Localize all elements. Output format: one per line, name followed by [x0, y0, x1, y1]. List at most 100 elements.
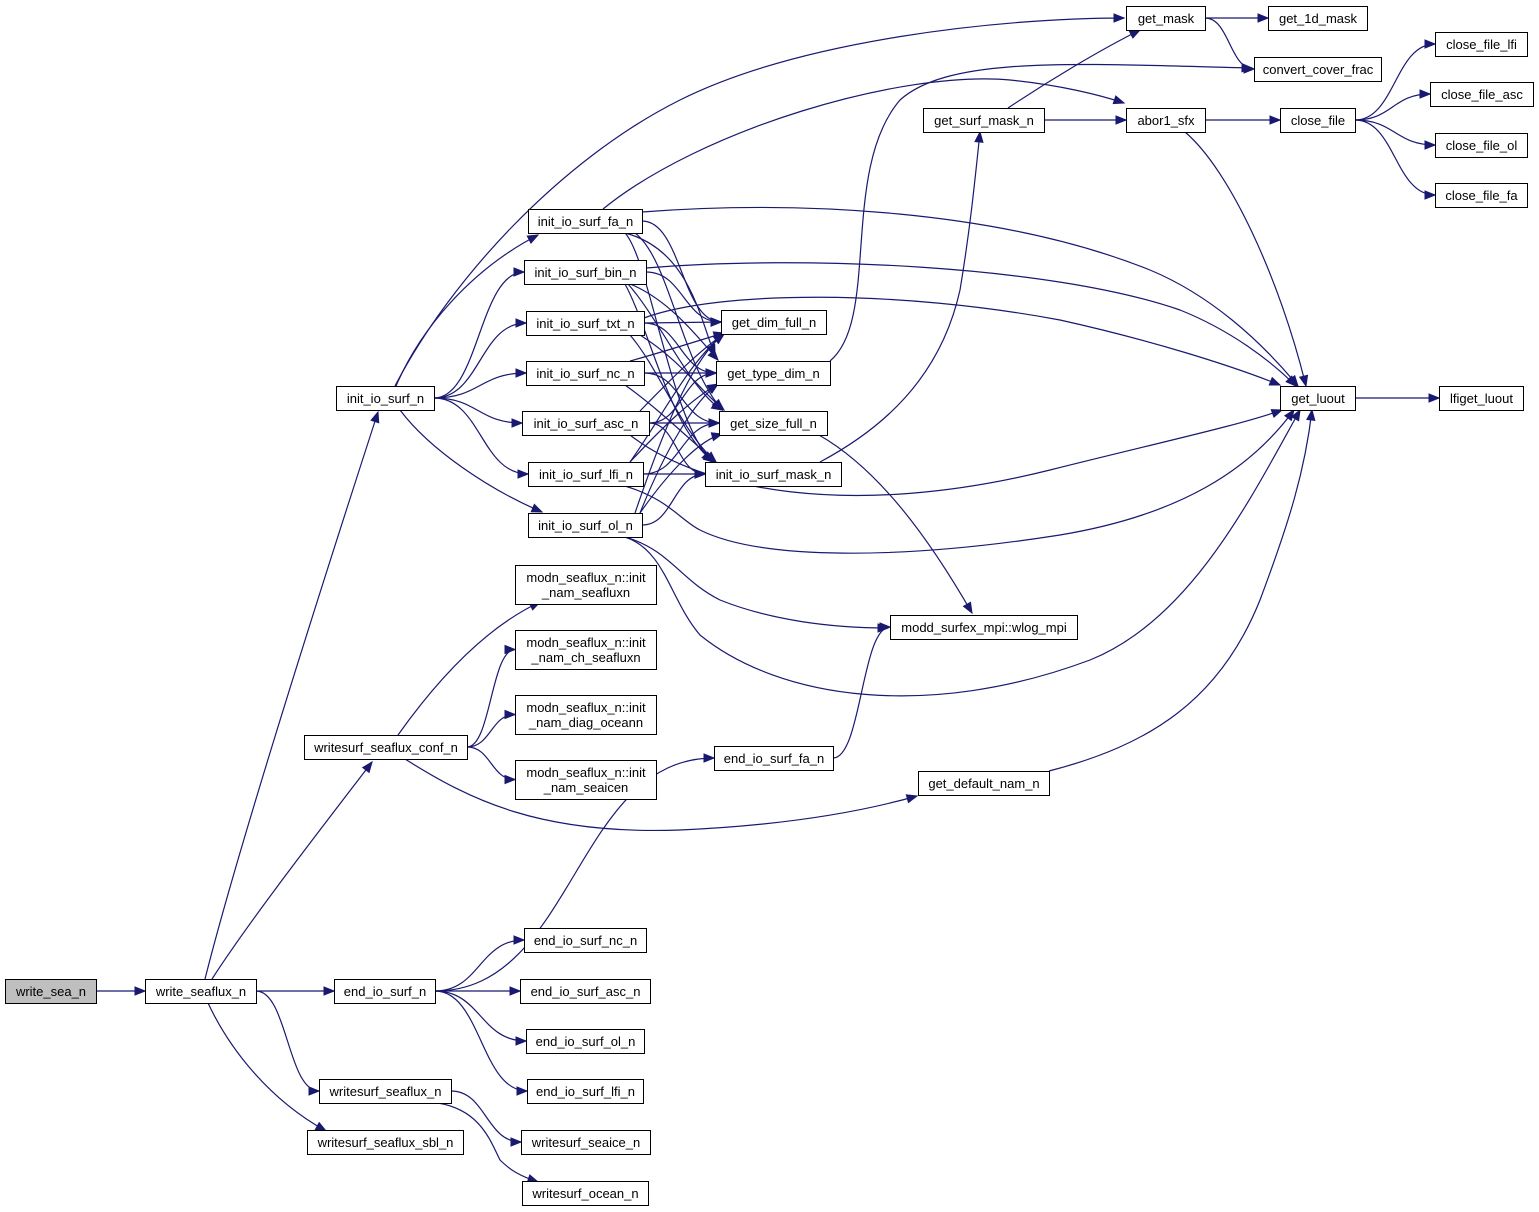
node-label: init_io_surf_asc_n: [534, 416, 639, 431]
arrowhead: [1243, 64, 1256, 74]
node-box: [515, 630, 657, 670]
arrowhead: [361, 760, 373, 774]
node-label: abor1_sfx: [1137, 113, 1195, 128]
node-end_io_surf_nc_n[interactable]: end_io_surf_nc_n: [524, 928, 647, 953]
node-box: [524, 928, 647, 953]
edge-init_io_surf_txt_n-to-get_dim_full_n: [643, 317, 723, 327]
arrowhead: [1290, 408, 1301, 422]
edge-get_luout-to-lfiget_luout: [1355, 393, 1441, 403]
node-box: [719, 411, 828, 436]
node-init_nam_ch_seafluxn[interactable]: modn_seaflux_n::init_nam_ch_seafluxn: [515, 630, 657, 670]
node-label: get_type_dim_n: [727, 366, 820, 381]
node-get_1d_mask[interactable]: get_1d_mask: [1268, 6, 1368, 31]
edge-init_io_surf_n-to-init_io_surf_ol_n: [399, 409, 544, 513]
arrowhead: [905, 794, 919, 804]
node-init_io_surf_txt_n[interactable]: init_io_surf_txt_n: [526, 311, 645, 336]
edge-init_io_surf_fa_n-to-get_luout: [641, 206, 1299, 388]
node-label: init_io_surf_mask_n: [716, 467, 832, 482]
node-label: init_io_surf_bin_n: [535, 265, 637, 280]
node-end_io_surf_ol_n[interactable]: end_io_surf_ol_n: [526, 1029, 645, 1054]
node-label: init_io_surf_ol_n: [538, 518, 633, 533]
node-abor1_sfx[interactable]: abor1_sfx: [1126, 108, 1206, 133]
arrowhead: [1424, 140, 1437, 150]
node-writesurf_seaflux_conf_n[interactable]: writesurf_seaflux_conf_n: [304, 735, 468, 760]
node-label: _nam_seafluxn: [541, 585, 630, 600]
edge-init_io_surf_asc_n-to-get_type_dim_n: [648, 368, 718, 424]
node-init_io_surf_ol_n[interactable]: init_io_surf_ol_n: [528, 513, 643, 538]
node-label: get_luout: [1291, 391, 1345, 406]
node-convert_cover_frac[interactable]: convert_cover_frac: [1254, 57, 1382, 82]
node-init_io_surf_asc_n[interactable]: init_io_surf_asc_n: [522, 411, 650, 436]
node-writesurf_seaice_n[interactable]: writesurf_seaice_n: [521, 1130, 651, 1155]
node-label: close_file_fa: [1445, 188, 1518, 203]
edge-write_seaflux_n-to-writesurf_seaflux_conf_n: [211, 760, 373, 980]
node-get_type_dim_n[interactable]: get_type_dim_n: [716, 361, 831, 386]
node-label: writesurf_seaflux_sbl_n: [317, 1135, 454, 1150]
node-writesurf_seaflux_sbl_n[interactable]: writesurf_seaflux_sbl_n: [307, 1130, 464, 1155]
arrowhead: [1269, 115, 1282, 125]
node-box: [1126, 108, 1206, 133]
node-get_mask[interactable]: get_mask: [1126, 6, 1206, 31]
edge-init_io_surf_ol_n-to-wlog_mpi: [624, 536, 890, 633]
arrowhead: [516, 1086, 529, 1096]
node-box: [527, 1079, 644, 1104]
node-get_surf_mask_n[interactable]: get_surf_mask_n: [923, 108, 1045, 133]
node-get_default_nam_n[interactable]: get_default_nam_n: [918, 771, 1050, 796]
node-get_size_full_n[interactable]: get_size_full_n: [719, 411, 828, 436]
edge-init_io_surf_n-to-init_io_surf_fa_n: [395, 234, 540, 387]
arrowhead: [314, 1121, 328, 1132]
node-label: _nam_seaicen: [543, 780, 629, 795]
node-label: init_io_surf_nc_n: [536, 366, 634, 381]
node-label: get_dim_full_n: [732, 315, 817, 330]
call-edges: [96, 13, 1441, 1184]
node-init_io_surf_fa_n[interactable]: init_io_surf_fa_n: [528, 209, 643, 234]
node-label: _nam_ch_seafluxn: [530, 650, 640, 665]
node-init_io_surf_nc_n[interactable]: init_io_surf_nc_n: [526, 361, 645, 386]
node-init_io_surf_mask_n[interactable]: init_io_surf_mask_n: [705, 462, 842, 487]
node-close_file_fa[interactable]: close_file_fa: [1435, 183, 1528, 208]
node-writesurf_ocean_n[interactable]: writesurf_ocean_n: [522, 1181, 649, 1206]
arrowhead: [513, 935, 526, 945]
arrowhead: [1268, 376, 1282, 386]
node-box: [721, 310, 827, 335]
node-close_file[interactable]: close_file: [1280, 108, 1356, 133]
node-write_seaflux_n[interactable]: write_seaflux_n: [145, 979, 257, 1004]
node-end_io_surf_asc_n[interactable]: end_io_surf_asc_n: [520, 979, 651, 1004]
node-close_file_lfi[interactable]: close_file_lfi: [1435, 32, 1528, 57]
node-get_luout[interactable]: get_luout: [1280, 386, 1356, 411]
node-box: [319, 1079, 452, 1104]
arrowhead: [511, 418, 524, 428]
node-end_io_surf_n[interactable]: end_io_surf_n: [334, 979, 436, 1004]
node-label: end_io_surf_ol_n: [536, 1034, 636, 1049]
edge-init_io_surf_ol_n-to-get_dim_full_n: [634, 333, 726, 514]
arrowhead: [1424, 39, 1437, 49]
node-init_nam_seafluxn[interactable]: modn_seaflux_n::init_nam_seafluxn: [515, 565, 657, 605]
node-writesurf_seaflux_n[interactable]: writesurf_seaflux_n: [319, 1079, 452, 1104]
node-get_dim_full_n[interactable]: get_dim_full_n: [721, 310, 827, 335]
node-write_sea_n[interactable]: write_sea_n: [5, 979, 97, 1004]
arrowhead: [1128, 29, 1142, 39]
node-lfiget_luout[interactable]: lfiget_luout: [1439, 386, 1524, 411]
node-init_nam_diag_oceann[interactable]: modn_seaflux_n::init_nam_diag_oceann: [515, 695, 657, 735]
node-label: convert_cover_frac: [1263, 62, 1374, 77]
node-init_io_surf_bin_n[interactable]: init_io_surf_bin_n: [524, 260, 647, 285]
node-end_io_surf_lfi_n[interactable]: end_io_surf_lfi_n: [527, 1079, 644, 1104]
call-nodes: write_sea_n write_seaflux_n init_io_surf_n…: [5, 6, 1534, 1206]
node-init_io_surf_n[interactable]: init_io_surf_n: [336, 386, 435, 411]
node-wlog_mpi[interactable]: modd_surfex_mpi::wlog_mpi: [890, 615, 1078, 640]
node-label: get_mask: [1138, 11, 1195, 26]
node-box: [528, 209, 643, 234]
node-close_file_ol[interactable]: close_file_ol: [1435, 133, 1528, 158]
node-label: close_file_lfi: [1446, 37, 1517, 52]
node-init_io_surf_lfi_n[interactable]: init_io_surf_lfi_n: [528, 462, 644, 487]
node-close_file_asc[interactable]: close_file_asc: [1430, 82, 1534, 107]
edge-init_io_surf_ol_n-to-get_luout: [624, 408, 1301, 697]
arrowhead: [705, 368, 718, 378]
node-box: [714, 746, 834, 771]
arrowhead: [515, 318, 528, 328]
arrowhead: [1283, 408, 1295, 422]
edge-writesurf_seaflux_conf_n-to-init_nam_diag_oceann: [466, 709, 517, 748]
node-init_nam_seaicen[interactable]: modn_seaflux_n::init_nam_seaicen: [515, 760, 657, 800]
node-end_io_surf_fa_n[interactable]: end_io_surf_fa_n: [714, 746, 834, 771]
